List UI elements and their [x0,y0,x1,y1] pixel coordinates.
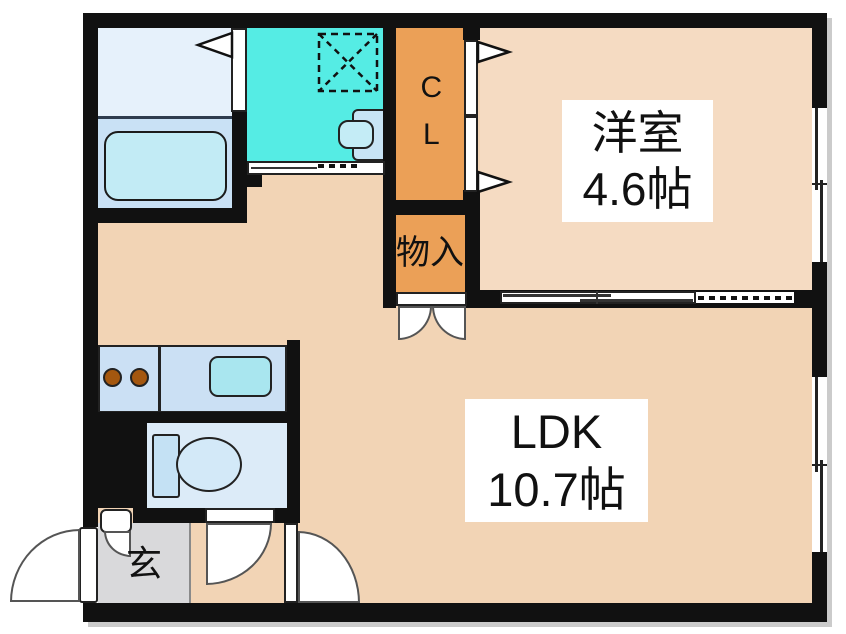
counter-divider-line [158,345,161,413]
bath-partition-line [98,116,232,119]
wall-toilet-north [98,412,300,423]
washroom-door-panel-line [251,167,317,169]
entrance-label-text: 玄 [125,543,162,585]
divider-door-track [698,296,792,300]
storage-label-text: 物入 [396,234,464,273]
closet-label: CL [396,60,465,175]
storage-floor [396,215,465,292]
wall-bathroom-south [83,208,247,223]
closet-door-leaf [464,116,478,192]
divider-door-panel-line [580,299,693,302]
wall-right [812,13,827,108]
wall-bottom [83,603,827,622]
ldk-door [284,523,298,603]
entrance-label: 玄 [98,540,190,588]
closet-door-leaf [464,40,478,116]
ldk-size: 10.7帖 [487,462,626,516]
stove-burner-icon [103,368,122,387]
bathtub [104,131,227,201]
storage-label: 物入 [392,230,468,278]
window-pane-line [815,377,818,472]
entrance-step-line [189,523,191,603]
wall-left [83,13,98,527]
wall-top [83,13,827,28]
front-door [79,527,98,603]
wall-closet-west [383,25,396,308]
window-pane-line [820,180,823,262]
washroom-door-track [318,164,362,168]
wall-kitchen-east [287,340,300,523]
closet-label-text: CL [414,70,448,165]
divider-door-panel-line [503,294,611,297]
toilet-door [205,508,275,523]
wall-utility-block [98,423,147,508]
window-pane-line [820,460,823,552]
entrance-storage-door [100,509,132,533]
ldk-label: LDK 10.7帖 [465,399,648,522]
window-latch [812,464,827,466]
wall-closet-divider [383,200,480,215]
room-divider-sliding-door [500,291,696,304]
western-room-size: 4.6帖 [582,163,693,215]
closet-floor [396,28,465,200]
wall-toilet-south-left [133,508,205,523]
stove-burner-icon [130,368,149,387]
washbasin-bowl [338,120,374,149]
wall-closet-stub-bottom [463,190,480,202]
bathroom-door [231,28,247,112]
western-room-name: 洋室 [591,106,684,159]
storage-door [396,292,467,306]
wall-storage-east [465,215,480,308]
wall-right [812,552,827,622]
front-door-swing [10,529,80,602]
ldk-name: LDK [510,405,603,459]
wall-right [812,262,827,377]
western-room-label: 洋室 4.6帖 [562,100,713,222]
divider-door-meeting-stile [596,291,598,304]
wall-toilet-south-right [275,508,300,523]
toilet-bowl [176,437,242,492]
wall-closet-stub-top [463,25,480,40]
kitchen-sink [209,356,272,397]
window-latch [812,183,827,185]
wall-washroom-stub [247,173,262,187]
bathroom-floor [98,25,232,118]
window-pane-line [815,108,818,190]
